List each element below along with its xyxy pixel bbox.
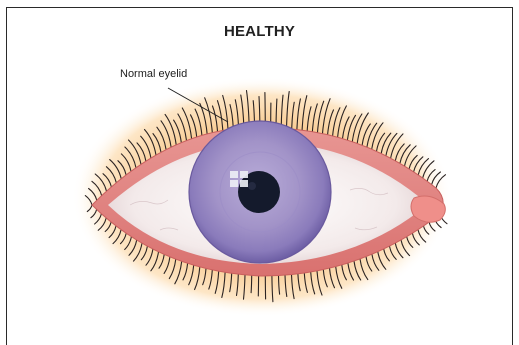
pupil-highlight <box>248 182 256 190</box>
eyelid-callout-label: Normal eyelid <box>120 68 187 80</box>
diagram-title: HEALTHY <box>0 23 519 40</box>
eyelash <box>251 275 252 292</box>
